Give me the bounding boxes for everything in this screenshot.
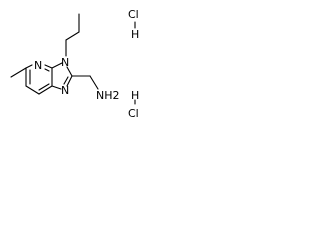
hcl-top-hydrogen-label: H <box>131 28 139 41</box>
bond-n4-c3a <box>44 64 53 69</box>
bond-c7a-c7 <box>38 85 53 95</box>
bond-ch2-nh2 <box>89 75 99 90</box>
bond-c2-n1-inner <box>63 76 69 85</box>
hcl-bottom-chlorine-label: Cl <box>128 107 139 120</box>
chemical-structure: N N N NH2 Cl H H Cl <box>10 8 139 120</box>
bond-n1-c7a <box>51 85 62 90</box>
amine-label: NH2 <box>96 89 120 102</box>
imidazole-n3-label: N <box>61 56 69 69</box>
pyridine-nitrogen-label: N <box>34 59 42 72</box>
bond-n3-c2 <box>66 66 73 77</box>
bond-c7a-c7-inner <box>38 83 50 91</box>
bond-c2-n1 <box>66 75 73 87</box>
bond-n4-c3a-inner <box>44 68 50 72</box>
bond-propyl-2 <box>65 31 80 41</box>
hcl-bottom-hydrogen-label: H <box>131 89 139 102</box>
bond-methyl <box>10 67 27 78</box>
hcl-top-chlorine-label: Cl <box>128 8 139 21</box>
bond-c3a-n3 <box>51 62 63 69</box>
bond-c5-n4 <box>25 64 33 69</box>
bond-c7-c6 <box>25 85 40 95</box>
imidazole-n1-label: N <box>61 84 69 97</box>
